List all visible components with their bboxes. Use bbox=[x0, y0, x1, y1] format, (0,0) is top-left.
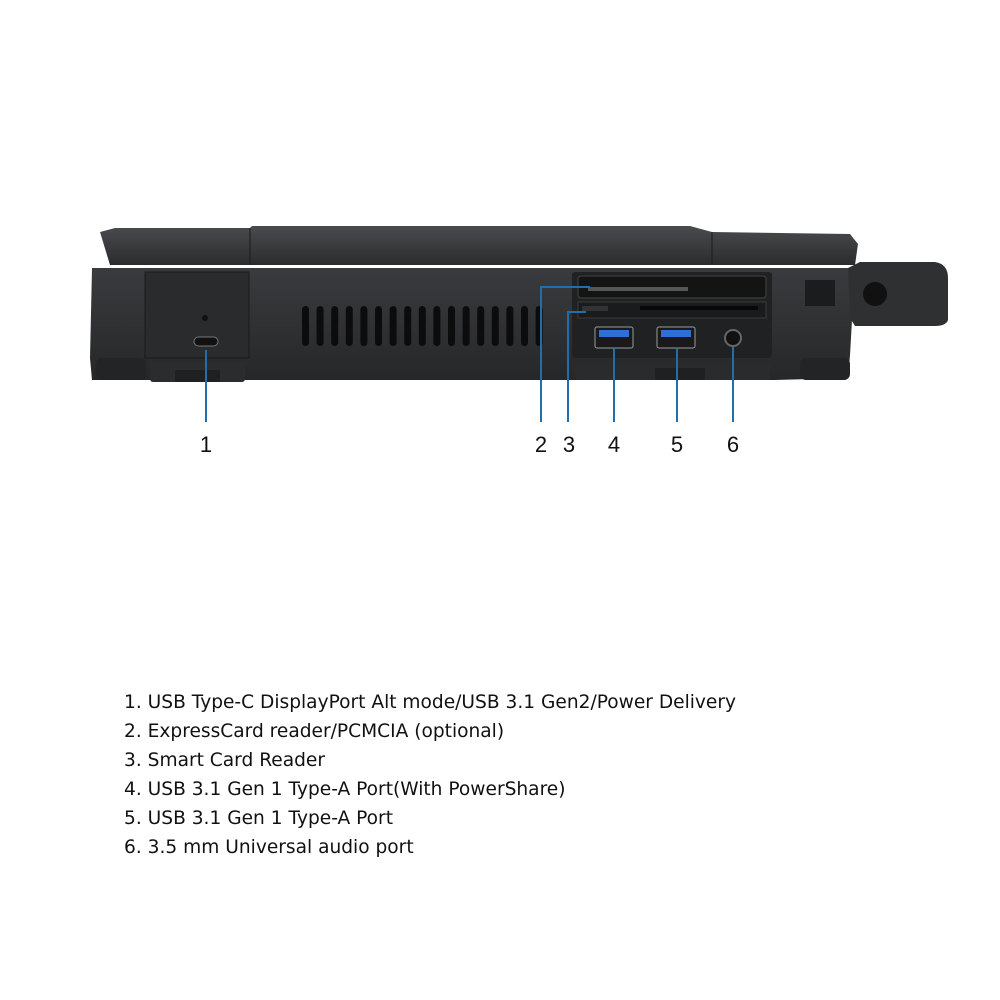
laptop-side-view bbox=[90, 226, 948, 422]
legend-item: 6. 3.5 mm Universal audio port bbox=[124, 837, 414, 858]
vent-slot bbox=[418, 306, 426, 346]
vent-slot bbox=[506, 306, 514, 346]
vent-slot bbox=[462, 306, 470, 346]
vent-slot bbox=[389, 306, 397, 346]
vent-slot bbox=[404, 306, 412, 346]
vent-slot bbox=[448, 306, 455, 346]
vent-slot bbox=[302, 306, 309, 346]
legend-item: 3. Smart Card Reader bbox=[124, 750, 326, 771]
callout-line-3 bbox=[567, 311, 586, 422]
carry-handle bbox=[848, 262, 948, 326]
legend-item: 2. ExpressCard reader/PCMCIA (optional) bbox=[124, 721, 505, 742]
vent-slot bbox=[331, 306, 339, 346]
lid bbox=[100, 226, 858, 265]
callout-number-4: 4 bbox=[607, 432, 621, 457]
vent-slot bbox=[521, 306, 528, 346]
vent-slot bbox=[433, 306, 441, 346]
callout-number-2: 2 bbox=[534, 432, 548, 457]
callout-number-5: 5 bbox=[670, 432, 684, 457]
vent-slot bbox=[345, 306, 353, 346]
port-legend: 1. USB Type-C DisplayPort Alt mode/USB 3… bbox=[124, 688, 736, 862]
usb-c-port bbox=[193, 336, 219, 347]
legend-item: 5. USB 3.1 Gen 1 Type-A Port bbox=[124, 808, 393, 829]
vent-slot bbox=[477, 306, 485, 346]
legend-item: 4. USB 3.1 Gen 1 Type-A Port(With PowerS… bbox=[124, 779, 566, 800]
legend-item: 1. USB Type-C DisplayPort Alt mode/USB 3… bbox=[124, 692, 737, 713]
audio-jack bbox=[724, 329, 742, 347]
vent-slot bbox=[316, 306, 324, 346]
vent-slot bbox=[491, 306, 499, 346]
callout-line-2 bbox=[540, 286, 590, 422]
vent-grille bbox=[302, 306, 543, 346]
callout-number-6: 6 bbox=[726, 432, 740, 457]
callout-number-1: 1 bbox=[199, 432, 213, 457]
vent-slot bbox=[360, 306, 368, 346]
vent-slot bbox=[375, 306, 382, 346]
callout-number-3: 3 bbox=[562, 432, 576, 457]
